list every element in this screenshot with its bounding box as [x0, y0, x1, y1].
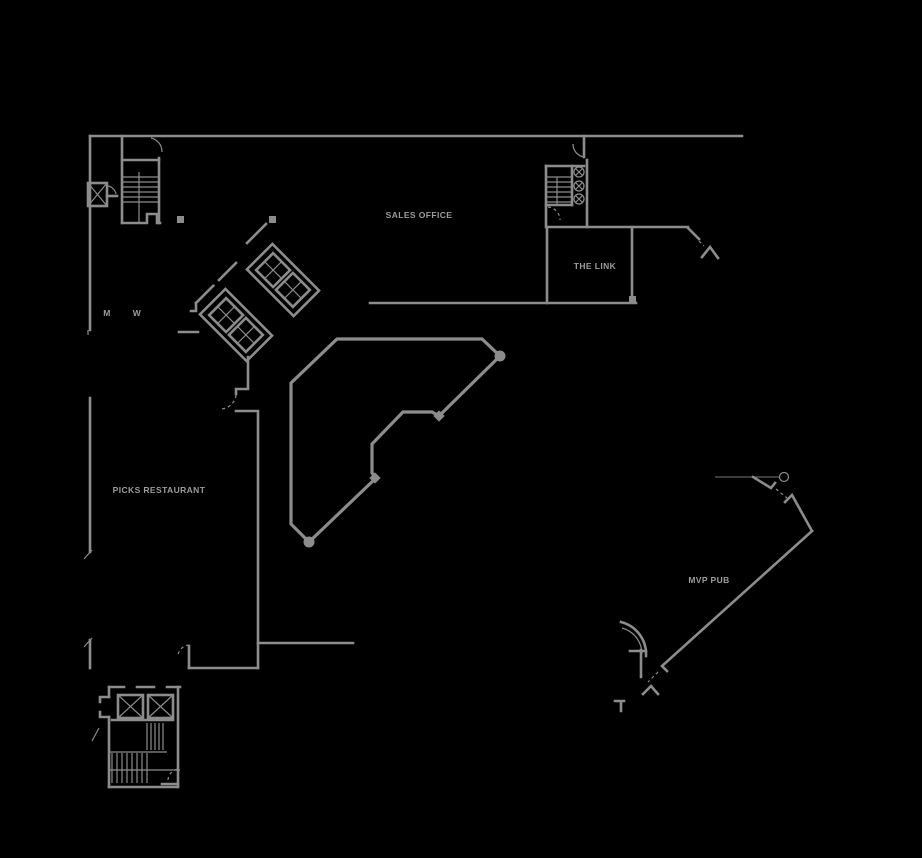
- column-square-icon: [269, 216, 276, 223]
- elevator-x-icon: [217, 306, 236, 325]
- elevator-x-icon: [87, 182, 108, 207]
- door-swing-icon: [572, 143, 585, 158]
- southwest-stairs: [110, 723, 180, 783]
- elevator-x-icon: [236, 325, 255, 344]
- elevator-bank-upper: [245, 242, 321, 318]
- column-marker-round: [303, 536, 315, 548]
- southwest-elevator-core: [91, 685, 182, 789]
- mullion-marker: [433, 410, 445, 422]
- elevator-x-icon: [283, 280, 302, 299]
- elevator-x-icon: [147, 694, 174, 719]
- elevator-bank-lower: [198, 287, 274, 363]
- core-to-restaurant-wall: [177, 355, 355, 670]
- northwest-stairwell: [120, 134, 163, 225]
- door-swing-icon: [150, 137, 163, 153]
- the-link-label: THE LINK: [574, 261, 617, 271]
- northeast-stairwell: [544, 134, 589, 229]
- column-marker-round: [494, 350, 506, 362]
- pub-entry-door: [619, 620, 648, 679]
- northwest-service-elevator: [86, 181, 119, 208]
- mvp-pub-walls: [613, 471, 814, 713]
- restroom-men-label: M: [103, 308, 110, 318]
- column-circle-icons: [573, 166, 585, 205]
- column-circle-icon: [778, 471, 790, 483]
- sales-office-label: SALES OFFICE: [386, 210, 453, 220]
- exterior-walls: [83, 134, 744, 670]
- elevator-x-icon: [264, 261, 283, 280]
- door-swing-icon: [547, 206, 561, 221]
- column-square-icon: [177, 216, 184, 223]
- mullion-marker: [369, 472, 381, 484]
- core-service-walls: [189, 222, 268, 313]
- elevator-x-icon: [117, 694, 144, 719]
- door-swing-icon: [167, 768, 179, 781]
- atrium-curtain-wall: [289, 337, 506, 548]
- mvp-pub-label: MVP PUB: [688, 575, 729, 585]
- door-swing-icon: [107, 185, 117, 195]
- entry-door-jamb: [700, 244, 720, 260]
- the-link-room: [545, 225, 720, 305]
- picks-restaurant-label: PICKS RESTAURANT: [113, 485, 206, 495]
- restroom-women-label: W: [133, 308, 142, 318]
- door-swing-icon: [177, 644, 190, 656]
- door-swing-icon: [220, 394, 237, 410]
